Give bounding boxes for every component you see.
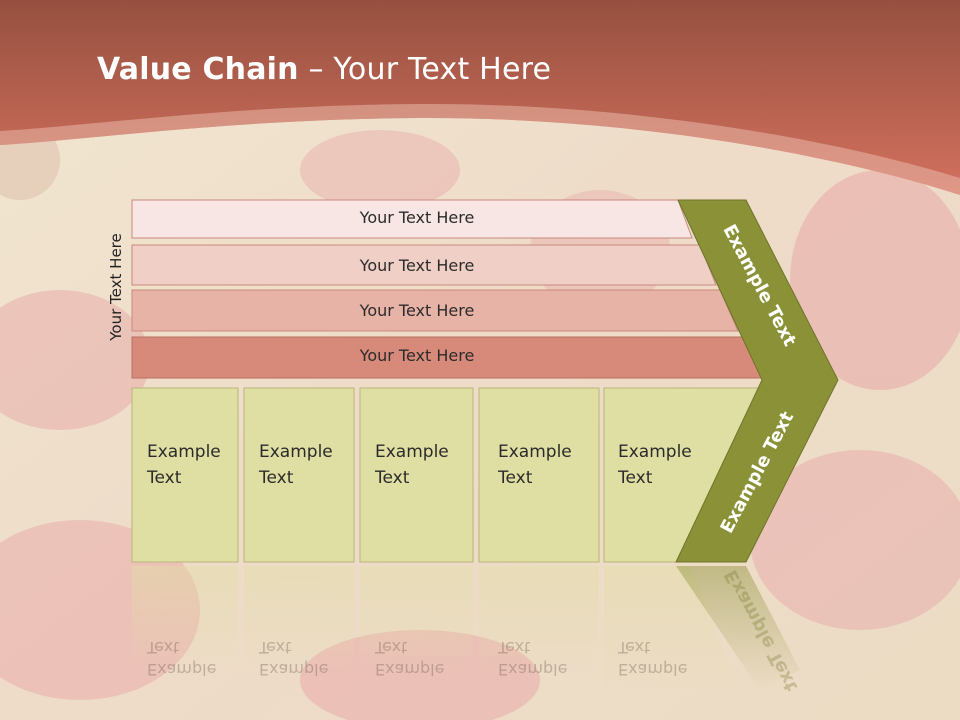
box-text-3-reflection-line2: Text bbox=[375, 638, 408, 657]
bar-label-1: Your Text Here bbox=[359, 208, 475, 227]
box-text-1-reflection: Example Text bbox=[147, 636, 242, 680]
box-text-3-line1: Example bbox=[375, 442, 449, 462]
bar-label-3: Your Text Here bbox=[359, 301, 475, 320]
box-text-4-reflection-line1: Example bbox=[498, 660, 568, 679]
box-text-4: Example Text bbox=[498, 439, 593, 491]
box-text-2: Example Text bbox=[259, 439, 354, 491]
box-text-5: Example Text bbox=[618, 439, 713, 491]
value-bar-3 bbox=[131, 289, 739, 332]
example-box-1 bbox=[131, 387, 239, 563]
box-text-4-line1: Example bbox=[498, 442, 572, 462]
box-text-5-line1: Example bbox=[618, 442, 692, 462]
box-text-5-reflection-line2: Text bbox=[618, 638, 651, 657]
title-rest: – Your Text Here bbox=[298, 52, 552, 87]
box-text-1-reflection-line2: Text bbox=[147, 638, 180, 657]
bar-label-4: Your Text Here bbox=[359, 346, 475, 365]
value-bar-2 bbox=[131, 244, 717, 286]
box-text-1: Example Text bbox=[147, 439, 242, 491]
box-text-5-reflection: Example Text bbox=[618, 636, 713, 680]
title-bold: Value Chain bbox=[97, 52, 299, 87]
box-text-2-reflection-line1: Example bbox=[259, 660, 329, 679]
box-text-5-line2: Text bbox=[618, 468, 653, 488]
box-text-3-reflection-line1: Example bbox=[375, 660, 445, 679]
box-text-2-line2: Text bbox=[259, 468, 294, 488]
box-text-2-reflection: Example Text bbox=[259, 636, 354, 680]
box-text-1-reflection-line1: Example bbox=[147, 660, 217, 679]
box-text-3-reflection: Example Text bbox=[375, 636, 470, 680]
bar-label-2: Your Text Here bbox=[359, 256, 475, 275]
example-box-4 bbox=[478, 387, 600, 563]
box-text-2-reflection-line2: Text bbox=[259, 638, 292, 657]
value-bar-1 bbox=[131, 199, 693, 239]
box-text-4-line2: Text bbox=[498, 468, 533, 488]
box-text-1-line1: Example bbox=[147, 442, 221, 462]
chevron-arrow bbox=[675, 199, 839, 563]
box-text-3: Example Text bbox=[375, 439, 470, 491]
box-text-5-reflection-line1: Example bbox=[618, 660, 688, 679]
box-text-2-line1: Example bbox=[259, 442, 333, 462]
box-text-1-line2: Text bbox=[147, 468, 182, 488]
example-box-3 bbox=[359, 387, 474, 563]
box-text-4-reflection: Example Text bbox=[498, 636, 593, 680]
box-text-3-line2: Text bbox=[375, 468, 410, 488]
slide-title: Value Chain – Your Text Here bbox=[97, 52, 551, 87]
example-box-2 bbox=[243, 387, 355, 563]
box-text-4-reflection-line2: Text bbox=[498, 638, 531, 657]
side-label: Your Text Here bbox=[107, 233, 125, 341]
